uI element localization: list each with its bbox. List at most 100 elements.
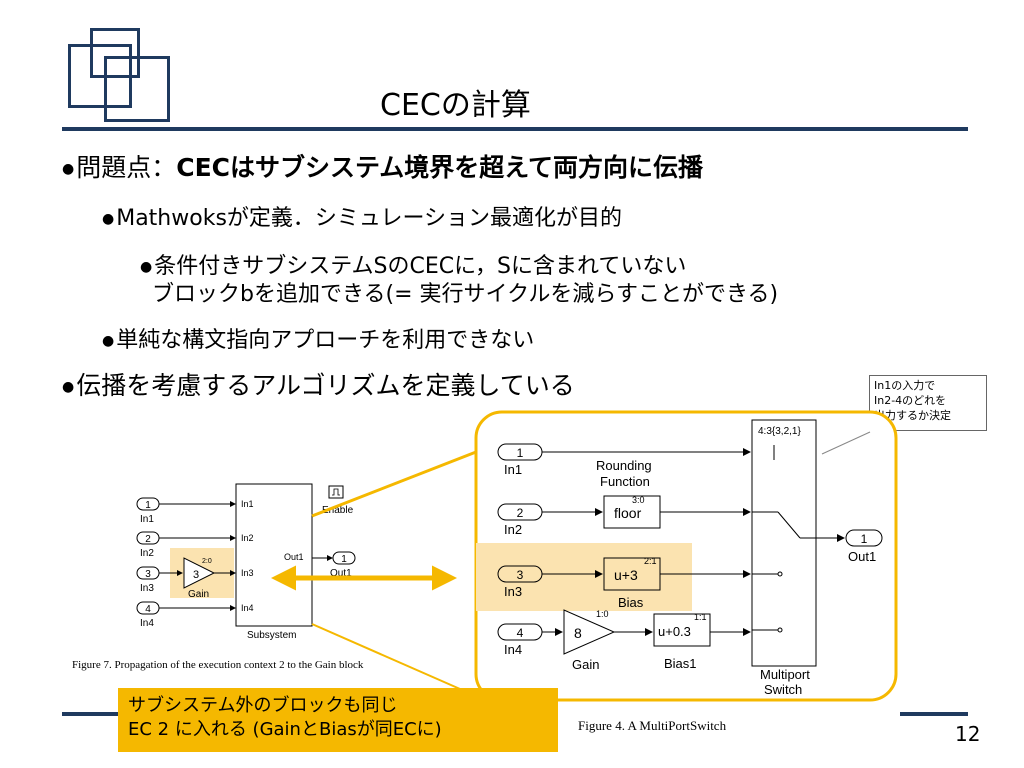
bullet-dot-icon: ● [102,333,115,349]
logo-icon [68,28,178,128]
bullet-bold-text: CECはサブシステム境界を超えて両方向に伝播 [176,153,704,182]
svg-text:1: 1 [145,500,151,511]
svg-text:u+0.3: u+0.3 [658,624,691,639]
right-figure: 4:3{3,2,1} Multiport Switch 1 In1 Roundi… [476,419,883,697]
zoom-connector-bottom [311,623,477,697]
svg-text:In1: In1 [241,499,254,509]
right-outport: 1 Out1 [816,529,883,564]
multiport-switch-block: 4:3{3,2,1} Multiport Switch [751,419,817,697]
bullet-syntax-approach: ●単純な構文指向アプローチを利用できない [102,322,534,354]
svg-text:Gain: Gain [572,657,599,672]
right-inport-2: 2 In2 [497,503,603,537]
left-inport-1: 1 In1 [136,497,236,525]
svg-text:In2: In2 [504,522,522,537]
callout-pointer [821,431,871,455]
bullet-dot-icon: ● [62,379,75,395]
footer-divider-right [900,712,968,716]
left-gain-block: 3 2:0 Gain [183,557,236,600]
bullet-text: 伝播を考慮するアルゴリズムを定義している [76,371,575,400]
svg-text:4:3{3,2,1}: 4:3{3,2,1} [758,426,801,437]
bullet-text: 単純な構文指向アプローチを利用できない [116,328,535,353]
svg-text:Bias: Bias [618,595,644,610]
svg-text:Multiport: Multiport [760,667,810,682]
svg-text:4: 4 [517,626,524,640]
svg-text:In4: In4 [504,642,522,657]
right-figure-caption: Figure 4. A MultiPortSwitch [578,718,727,733]
svg-text:8: 8 [574,625,582,641]
svg-text:Out1: Out1 [284,552,304,562]
svg-text:2:1: 2:1 [644,556,657,566]
svg-text:3:0: 3:0 [632,495,645,505]
svg-text:Gain: Gain [188,589,209,600]
callout-line: In2-4のどれを [874,394,947,407]
note-box: サブシステム外のブロックも同じ EC 2 に入れる (GainとBiasが同EC… [118,688,558,752]
note-line: EC 2 に入れる (GainとBiasが同ECに) [128,719,442,740]
svg-text:2: 2 [145,534,151,545]
svg-text:floor: floor [614,505,642,521]
svg-text:3: 3 [145,569,151,580]
callout-line: 出力するか決定 [874,409,951,422]
bullet-text: Mathwoksが定義．シミュレーション最適化が目的 [116,206,623,231]
svg-text:1: 1 [341,554,347,565]
floor-block: 3:0 floor [603,495,751,529]
svg-text:1: 1 [517,446,524,460]
rounding-function-label: Function [600,474,650,489]
svg-text:In3: In3 [241,568,254,578]
bullet-conditional-subsystem: ●条件付きサブシステムSのCECに，Sに含まれていない [140,248,686,280]
svg-text:In2: In2 [140,548,154,559]
bullet-conditional-subsystem-line2: ブロックbを追加できる(= 実行サイクルを減らすことができる) [152,282,779,307]
svg-text:Out1: Out1 [848,549,876,564]
slide-title: CECの計算 [380,88,531,123]
svg-text:In1: In1 [504,462,522,477]
svg-text:1: 1 [861,532,868,546]
svg-text:In3: In3 [140,583,154,594]
right-gain-block: 8 1:0 Gain [563,609,653,672]
left-figure-caption: Figure 7. Propagation of the execution c… [72,659,364,671]
svg-text:1:1: 1:1 [694,612,707,622]
bullet-problem: ●問題点：CECはサブシステム境界を超えて両方向に伝播 [62,148,703,184]
svg-text:2:0: 2:0 [202,558,212,565]
svg-text:2: 2 [517,506,524,520]
svg-text:3: 3 [193,569,199,581]
svg-text:1:0: 1:0 [596,609,609,619]
svg-text:Bias1: Bias1 [664,656,697,671]
callout-line: In1の入力で [874,379,936,392]
left-enable-icon: Enable [322,485,354,516]
left-outport: 1 Out1 [312,551,356,579]
rounding-function-label: Rounding [596,458,652,473]
svg-text:3: 3 [517,568,524,582]
svg-text:In4: In4 [140,618,154,629]
bullet-dot-icon: ● [140,259,153,275]
zoom-connector-top [311,450,477,518]
bullet-dot-icon: ● [102,211,115,227]
svg-text:4: 4 [145,604,151,615]
right-inport-4: 4 In4 [497,623,563,657]
svg-text:Enable: Enable [322,505,354,516]
bullet-text: 条件付きサブシステムSのCECに，Sに含まれていない [154,254,687,279]
page-number: 12 [955,722,981,746]
svg-text:Subsystem: Subsystem [247,630,296,641]
left-inport-2: 2 In2 [136,531,236,559]
note-line: サブシステム外のブロックも同じ [128,695,398,716]
bullet-mathworks: ●Mathwoksが定義．シミュレーション最適化が目的 [102,200,622,232]
bullet-algorithm: ●伝播を考慮するアルゴリズムを定義している [62,366,575,402]
left-inport-3: 3 In3 [136,566,183,594]
left-subsystem-block: In1 In2 In3 In4 Out1 Subsystem [235,483,313,641]
title-divider [62,127,968,131]
bias1-block: 1:1 u+0.3 Bias1 [653,612,751,671]
svg-text:In2: In2 [241,533,254,543]
svg-text:u+3: u+3 [614,567,638,583]
bullet-dot-icon: ● [62,161,75,177]
svg-text:In1: In1 [140,514,154,525]
bias-block: 2:1 u+3 Bias [603,556,751,610]
footer-divider-left [62,712,118,716]
left-inport-4: 4 In4 [136,601,236,629]
left-figure: 1 In1 2 In2 3 In3 3 2:0 Gain 4 In4 [72,483,364,671]
right-inport-3: 3 In3 [497,565,603,599]
right-inport-1: 1 In1 [497,443,751,477]
svg-text:In4: In4 [241,603,254,613]
svg-text:Switch: Switch [764,682,802,697]
bullet-label: 問題点： [76,153,177,182]
svg-text:In3: In3 [504,584,522,599]
